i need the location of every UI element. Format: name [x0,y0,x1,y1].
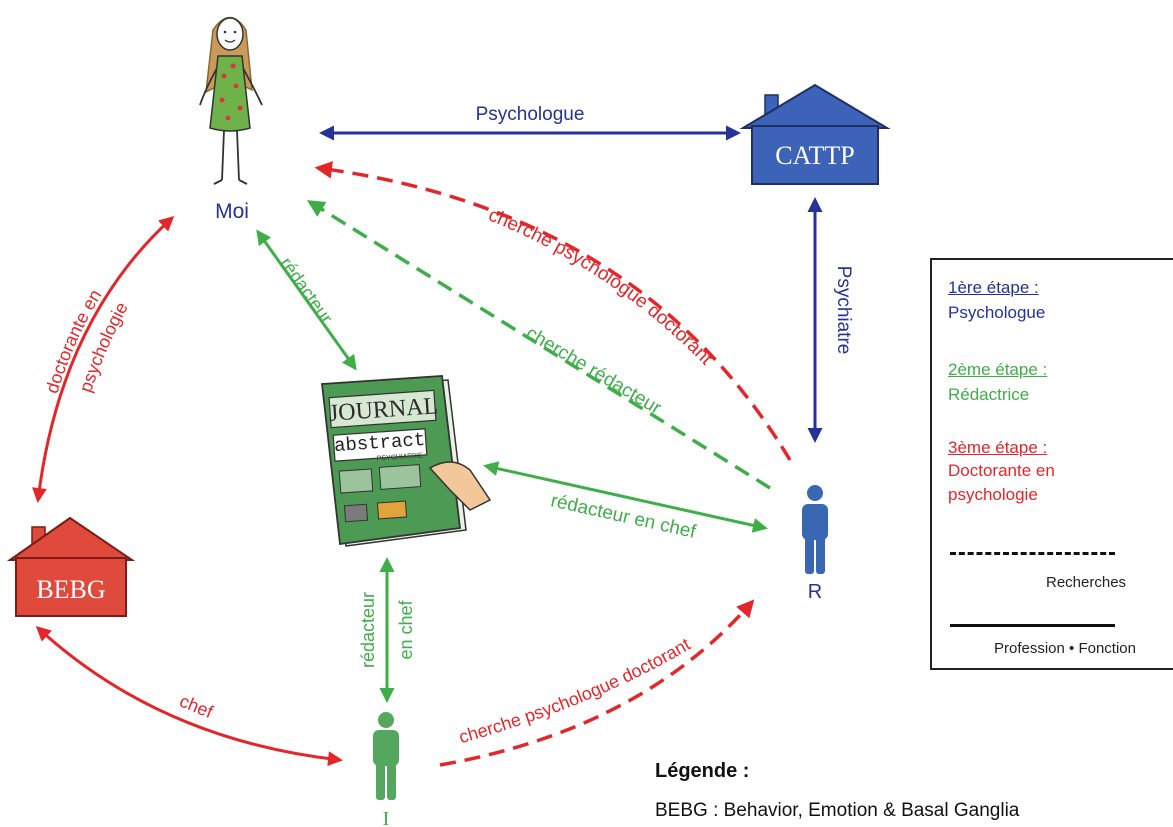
edge-moi-journal [256,229,357,371]
edge-r-moi-research-red [314,161,792,461]
edge-label-redacteur-en-chef: rédacteur en chef [549,490,699,543]
person-i-icon [373,712,399,800]
legend-dashed-caption: Recherches [1046,574,1127,591]
edge-label-redacteur: rédacteur [276,254,336,328]
legend-step3-title: 3ème étape : [948,438,1048,457]
legende-title: Légende : [655,760,750,782]
legend-step2-text: Rédactrice [948,385,1030,404]
legend-step2-title: 2ème étape : [948,360,1048,379]
legend-solid-caption: Profession • Fonction [994,640,1136,657]
legend-step1-text: Psychologue [948,303,1046,322]
edge-r-moi-research-green [307,200,771,490]
legend-dashed-line [950,552,1115,555]
edge-label-chef: chef [177,691,217,723]
journal-psychiatrie-text: PSYCHIATRIE [377,452,424,462]
legend-step3-text-2: psychologie [948,485,1038,504]
moi-figure [199,16,263,185]
legende-text: BEBG : Behavior, Emotion & Basal Ganglia [655,800,1020,821]
house-bebg-icon [6,516,136,617]
edge-label-cherche-redacteur: cherche rédacteur [522,323,665,420]
edge-i-r-research-red [439,599,755,767]
node-label-r: R [808,581,822,603]
legend-box: 1ère étape : Psychologue 2ème étape : Ré… [930,258,1173,670]
legend-step1-title: 1ère étape : [948,278,1039,297]
node-label-i: I [383,808,390,827]
edge-bebg-i [35,625,343,767]
edge-moi-bebg [32,215,175,503]
journal-icon [321,375,492,547]
legend-solid-line [950,624,1115,627]
edge-label-redacteur-v2: en chef [396,599,416,659]
edge-label-cherche-psy-doc-bottom: cherche psychologue doctorant [457,634,694,747]
legend-step3-text-1: Doctorante en [948,461,1055,480]
edge-label-psychologue: Psychologue [476,104,585,125]
house-cattp-icon [739,83,891,185]
edge-label-redacteur-v1: rédacteur [358,592,378,668]
node-label-cattp: CATTP [775,141,854,170]
edge-label-psychiatre: Psychiatre [833,266,854,355]
person-r-icon [802,485,828,574]
edge-journal-r [483,461,768,533]
node-label-bebg: BEBG [36,575,105,604]
node-label-moi: Moi [215,200,249,223]
edge-label-cherche-psy-doc-top: cherche psychologue doctorant [485,205,717,370]
